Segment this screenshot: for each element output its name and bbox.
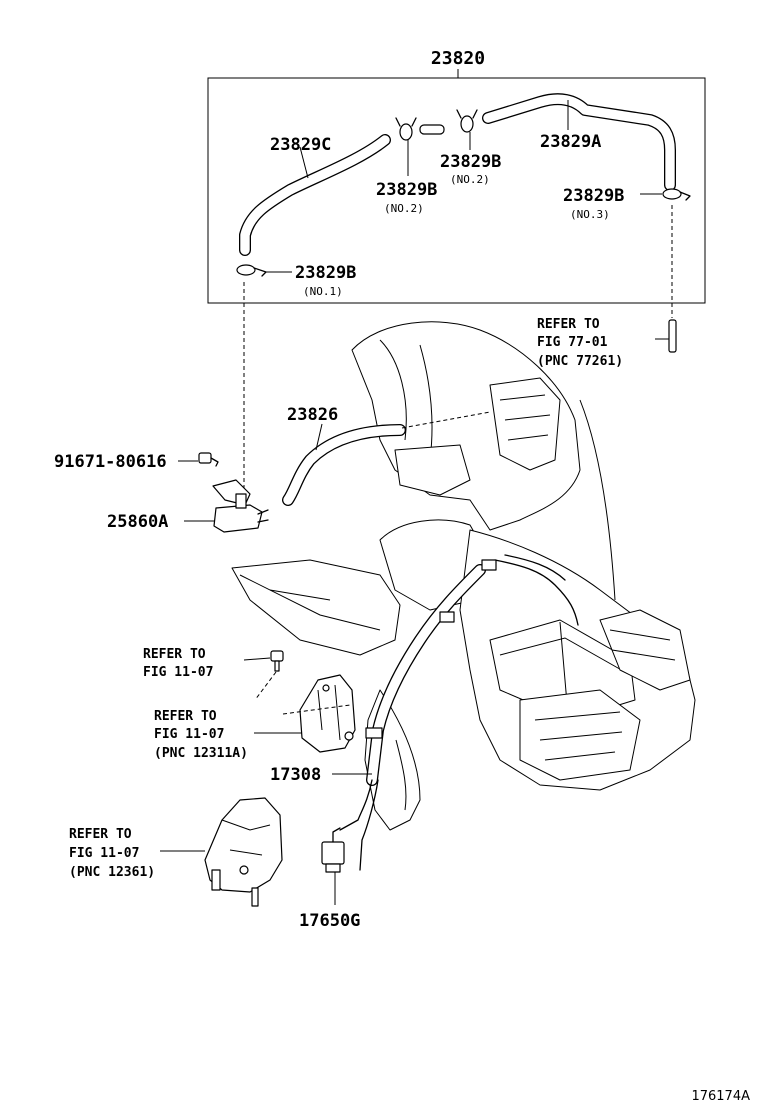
label-vsv: 25860A xyxy=(107,512,168,532)
clamp-no1[interactable] xyxy=(236,264,267,277)
illustration-id: 176174A xyxy=(691,1089,750,1104)
clamp-no2-left[interactable] xyxy=(395,117,417,141)
clamp-no3[interactable] xyxy=(662,188,691,201)
engine-mount-bracket[interactable] xyxy=(299,674,356,753)
label-clamp-no1: 23829B xyxy=(295,263,356,283)
label-clamp-no3-sub: (NO.3) xyxy=(570,208,610,221)
label-bolt: 91671-80616 xyxy=(54,452,167,472)
mount-bolt[interactable] xyxy=(270,650,284,672)
bolt-91671[interactable] xyxy=(198,452,219,467)
hose-assembly-box: 23820 xyxy=(207,48,706,304)
refer-b-line3: (PNC 12311A) xyxy=(154,746,248,761)
pipe-connector[interactable] xyxy=(419,124,445,135)
label-harness: 17308 xyxy=(270,765,321,785)
clamp-no2-right[interactable] xyxy=(456,109,478,133)
label-clamp-no2-right-sub: (NO.2) xyxy=(450,173,490,186)
lower-mount-bracket[interactable] xyxy=(204,797,283,907)
label-hose-a: 23829A xyxy=(540,132,601,152)
label-assembly: 23820 xyxy=(431,48,485,69)
refer-77-line2: FIG 77-01 xyxy=(537,335,608,350)
label-hose-c: 23829C xyxy=(270,135,331,155)
engine-background xyxy=(231,321,696,831)
refer-a-line1: REFER TO xyxy=(143,647,206,662)
refer-77-line1: REFER TO xyxy=(537,317,600,332)
refer-b-line1: REFER TO xyxy=(154,709,217,724)
refer-c-line1: REFER TO xyxy=(69,827,132,842)
hose-23829c[interactable] xyxy=(239,134,391,256)
refer-b-line2: FIG 11-07 xyxy=(154,727,224,742)
label-clamp-no1-sub: (NO.1) xyxy=(303,285,343,298)
label-clamp-no2-left: 23829B xyxy=(376,180,437,200)
refer-c-line2: FIG 11-07 xyxy=(69,846,139,861)
label-sensor: 17650G xyxy=(299,911,360,931)
refer-77-line3: (PNC 77261) xyxy=(537,354,623,369)
label-clamp-no2-left-sub: (NO.2) xyxy=(384,202,424,215)
label-clamp-no3: 23829B xyxy=(563,186,624,206)
vsv-25860a[interactable] xyxy=(212,479,269,533)
hose-harness-17308[interactable] xyxy=(339,559,497,871)
hose-23826[interactable] xyxy=(282,424,406,506)
label-clamp-no2-right: 23829B xyxy=(440,152,501,172)
refer-a-line2: FIG 11-07 xyxy=(143,665,213,680)
pipe-stub-77261[interactable] xyxy=(668,319,677,353)
label-hose-23826: 23826 xyxy=(287,405,338,425)
hose-23829a[interactable] xyxy=(482,93,676,191)
refer-c-line3: (PNC 12361) xyxy=(69,865,155,880)
pressure-sensor-17650g[interactable] xyxy=(321,827,345,873)
